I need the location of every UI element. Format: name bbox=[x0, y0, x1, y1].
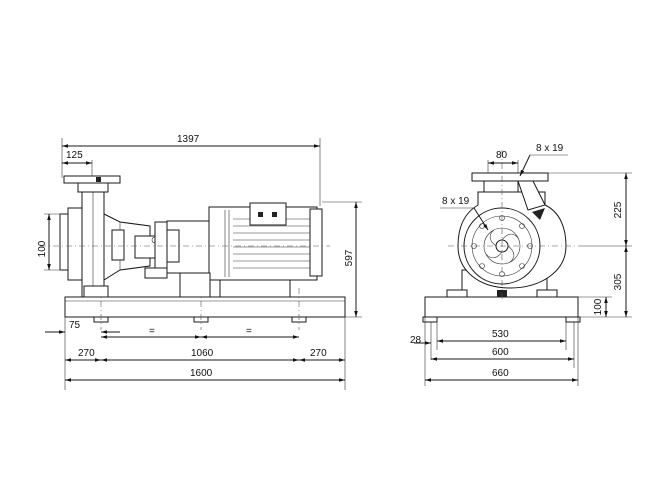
dim-270-right: 270 bbox=[310, 348, 327, 359]
base-frame bbox=[64, 296, 346, 318]
pump-casing bbox=[59, 175, 159, 298]
dim-1060: 1060 bbox=[191, 348, 214, 359]
dim-660: 660 bbox=[492, 368, 509, 379]
side-view: 1397 125 100 597 75 = = 270 1060 270 bbox=[37, 134, 362, 390]
dim-530: 530 bbox=[492, 329, 509, 340]
dim-side-100: 100 bbox=[37, 240, 48, 257]
dim-28: 28 bbox=[410, 335, 422, 346]
dim-225: 225 bbox=[613, 201, 624, 218]
dim-1600: 1600 bbox=[190, 368, 213, 379]
dim-80: 80 bbox=[496, 150, 508, 161]
dim-equal-2: = bbox=[246, 326, 252, 337]
dim-75: 75 bbox=[69, 320, 81, 331]
dim-1397: 1397 bbox=[177, 134, 200, 145]
dim-597: 597 bbox=[344, 249, 355, 266]
dim-270-left: 270 bbox=[78, 348, 95, 359]
dim-305: 305 bbox=[613, 273, 624, 290]
dim-8x19-left: 8 x 19 bbox=[442, 196, 470, 207]
dim-125: 125 bbox=[66, 150, 83, 161]
dim-equal-1: = bbox=[149, 326, 155, 337]
motor bbox=[166, 202, 323, 298]
front-base bbox=[424, 296, 579, 318]
dim-front-100: 100 bbox=[593, 298, 604, 315]
dim-8x19-top: 8 x 19 bbox=[536, 143, 564, 154]
dim-600: 600 bbox=[492, 347, 509, 358]
front-view: 80 8 x 19 8 x 19 225 305 100 530 28 bbox=[410, 143, 632, 386]
